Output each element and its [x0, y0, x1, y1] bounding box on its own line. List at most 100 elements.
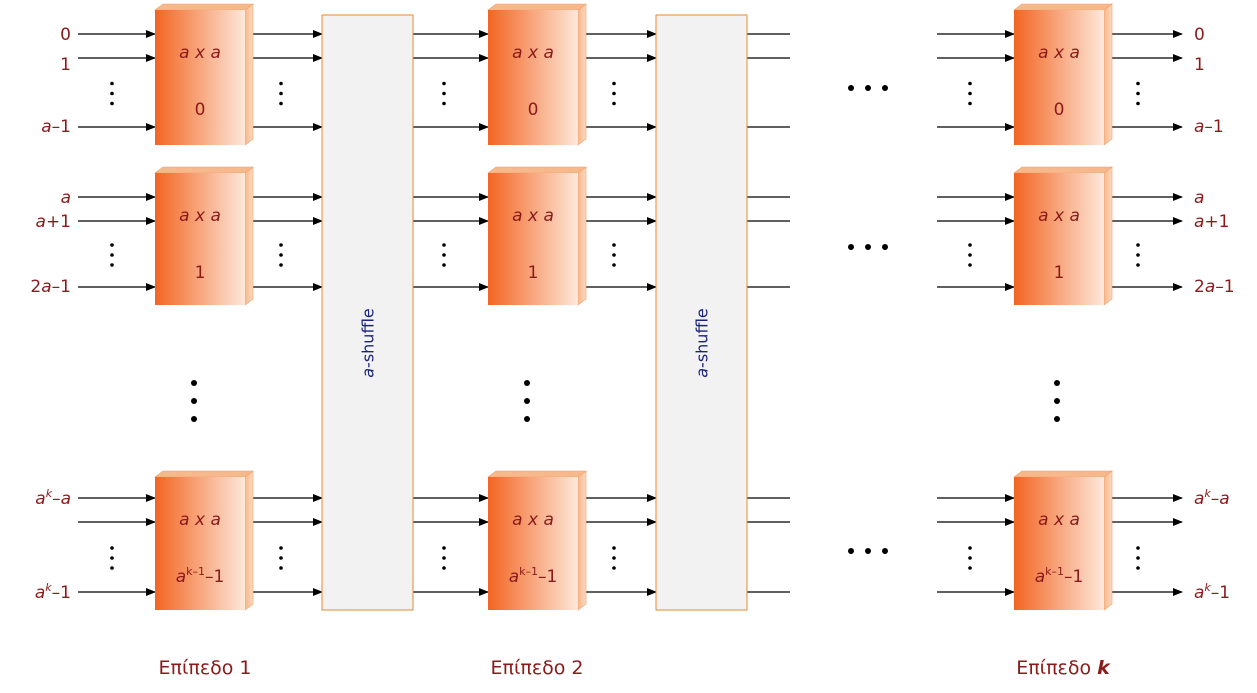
vertical-ellipsis — [968, 91, 972, 96]
vertical-ellipsis — [968, 546, 972, 550]
group-ellipsis — [1054, 416, 1060, 422]
box-index-a: a — [509, 567, 519, 587]
box-title-x: x — [190, 43, 211, 63]
vertical-ellipsis — [1136, 566, 1140, 570]
box-top — [487, 3, 587, 11]
box-side — [1103, 166, 1113, 306]
shuffle-label: a-shuffle — [693, 308, 712, 378]
box-index-a: a — [1035, 567, 1045, 587]
box-side — [244, 3, 254, 146]
stage-label-k: Επίπεδο k — [1016, 657, 1111, 679]
box-index: 0 — [1054, 100, 1065, 120]
input-label-a-minus-1: a–1 — [41, 117, 71, 137]
box-top — [154, 3, 254, 11]
stage-ellipsis — [848, 548, 854, 554]
vertical-ellipsis — [110, 91, 114, 96]
box-title-a: a — [1069, 43, 1079, 63]
group-ellipsis — [1054, 380, 1060, 386]
box-index: ak–1–1 — [509, 565, 558, 587]
box-title-a: a — [179, 206, 189, 226]
group-ellipsis — [1054, 398, 1060, 404]
vertical-ellipsis — [612, 546, 616, 550]
stage-ellipsis — [882, 85, 888, 91]
box-top — [1013, 166, 1113, 174]
vertical-ellipsis — [442, 253, 446, 257]
vertical-ellipsis — [279, 263, 283, 267]
box-title-x: x — [1049, 510, 1070, 530]
vertical-ellipsis — [968, 556, 972, 560]
switch-box — [1014, 477, 1104, 610]
input-label-ak-minus-a: ak–a — [35, 487, 71, 509]
switch-box — [155, 477, 245, 610]
vertical-ellipsis — [442, 243, 446, 247]
vertical-ellipsis — [110, 101, 114, 106]
group-ellipsis — [524, 380, 530, 386]
output-label-a-minus-1: a–1 — [1194, 117, 1224, 137]
group-ellipsis — [191, 380, 197, 386]
vertical-ellipsis — [612, 81, 616, 86]
box-title-a: a — [512, 206, 522, 226]
box-top — [1013, 470, 1113, 478]
vertical-ellipsis — [110, 556, 114, 560]
group-ellipsis — [191, 398, 197, 404]
vertical-ellipsis — [1136, 546, 1140, 550]
stage-ellipsis — [865, 85, 871, 91]
vertical-ellipsis — [612, 253, 616, 257]
stage-ellipsis — [848, 85, 854, 91]
switch-box — [488, 477, 578, 610]
stage-label-1: Επίπεδο 1 — [159, 657, 252, 679]
box-title-a: a — [1069, 206, 1079, 226]
switch-box — [1014, 173, 1104, 305]
box-title-a: a — [1038, 510, 1048, 530]
box-index-sup: k–1 — [1045, 565, 1064, 578]
shuffle-block — [321, 14, 414, 611]
vertical-ellipsis — [612, 91, 616, 96]
switch-box — [155, 10, 245, 145]
box-title-a: a — [1038, 43, 1048, 63]
box-side — [1103, 470, 1113, 611]
stage-ellipsis — [882, 244, 888, 250]
vertical-ellipsis — [442, 101, 446, 106]
box-side — [577, 470, 587, 611]
vertical-ellipsis — [1136, 556, 1140, 560]
box-top — [487, 166, 587, 174]
box-title-a: a — [210, 43, 220, 63]
box-title-a: a — [512, 510, 522, 530]
shuffle-label-a: a — [359, 368, 378, 378]
vertical-ellipsis — [1136, 243, 1140, 247]
stage-labels: Επίπεδο 1 Επίπεδο 2 Επίπεδο k — [159, 657, 1112, 679]
box-title: a x a — [512, 43, 554, 63]
output-label-0: 0 — [1194, 25, 1205, 45]
vertical-ellipsis — [110, 566, 114, 570]
box-index-suffix: –1 — [1064, 567, 1083, 587]
switch-box — [488, 10, 578, 145]
output-label-ak-minus-1: ak–1 — [1194, 581, 1230, 603]
shuffle-block — [655, 14, 748, 611]
vertical-ellipsis — [110, 546, 114, 550]
box-side — [244, 166, 254, 306]
output-label-a: a — [1194, 188, 1204, 208]
vertical-ellipsis — [612, 566, 616, 570]
box-title-x: x — [1049, 206, 1070, 226]
box-title: a x a — [179, 206, 221, 226]
box-index-suffix: –1 — [205, 567, 224, 587]
switch-box — [488, 173, 578, 305]
box-title-x: x — [190, 510, 211, 530]
vertical-ellipsis — [968, 101, 972, 106]
stage-ellipsis — [882, 548, 888, 554]
vertical-ellipsis — [968, 263, 972, 267]
vertical-ellipsis — [968, 243, 972, 247]
box-index-suffix: –1 — [538, 567, 557, 587]
switch-boxes: a x a0a x a1a x aak–1–1a x a0a x a1a x a… — [154, 3, 1113, 611]
box-title-a: a — [543, 510, 553, 530]
group-ellipsis — [524, 398, 530, 404]
ellipsis-dots — [110, 81, 1140, 570]
box-title-a: a — [512, 43, 522, 63]
output-label-ak-minus-a: ak–a — [1194, 487, 1230, 509]
vertical-ellipsis — [1136, 91, 1140, 96]
wires — [78, 30, 1183, 596]
stage-ellipsis — [865, 244, 871, 250]
vertical-ellipsis — [612, 556, 616, 560]
